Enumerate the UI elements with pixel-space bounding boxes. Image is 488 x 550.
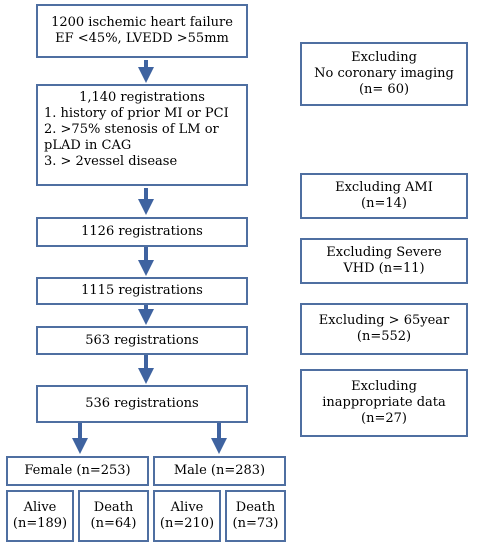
- box-1140-registrations: 1,140 registrations 1. history of prior …: [36, 84, 248, 186]
- box-1126-registrations: 1126 registrations: [36, 217, 248, 247]
- box-male-alive: Alive (n=210): [153, 490, 221, 542]
- box-male-death: Death (n=73): [225, 490, 286, 542]
- box-536-registrations: 536 registrations: [36, 385, 248, 423]
- box-excluding-over-65: Excluding > 65year (n=552): [300, 303, 468, 355]
- female-alive-count: (n=189): [12, 516, 68, 531]
- excl-ami-line-2: (n=14): [361, 196, 407, 211]
- male-death-count: (n=73): [232, 516, 279, 531]
- box-excluding-no-imaging: Excluding No coronary imaging (n= 60): [300, 42, 468, 106]
- excl-age-line-2: (n=552): [356, 329, 412, 344]
- criterion-3: 3. > 2vessel disease: [44, 154, 178, 169]
- female-count: Female (n=253): [24, 463, 131, 478]
- excl-imaging-line-2: No coronary imaging: [314, 66, 454, 81]
- registrations-1140-title: 1,140 registrations: [79, 90, 205, 105]
- box-1115-registrations: 1115 registrations: [36, 277, 248, 305]
- excl-age-line-1: Excluding > 65year: [318, 313, 450, 328]
- excl-vhd-line-2: VHD (n=11): [343, 261, 425, 276]
- registrations-1126: 1126 registrations: [81, 224, 203, 239]
- start-line-2: EF <45%, LVEDD >55mm: [55, 31, 229, 46]
- excl-data-line-3: (n=27): [361, 411, 407, 426]
- registrations-536: 536 registrations: [85, 396, 199, 411]
- registrations-1115: 1115 registrations: [81, 283, 203, 298]
- box-female-alive: Alive (n=189): [6, 490, 74, 542]
- criterion-2a: 2. >75% stenosis of LM or: [44, 122, 219, 137]
- registrations-563: 563 registrations: [85, 332, 199, 348]
- excl-data-line-1: Excluding: [351, 379, 417, 394]
- excl-vhd-line-1: Excluding Severe: [326, 245, 442, 260]
- female-alive-label: Alive: [23, 500, 57, 515]
- criterion-2b: pLAD in CAG: [44, 138, 132, 153]
- criterion-1: 1. history of prior MI or PCI: [44, 106, 229, 121]
- start-line-1: 1200 ischemic heart failure: [51, 15, 233, 30]
- box-start: 1200 ischemic heart failure EF <45%, LVE…: [36, 4, 248, 58]
- excl-imaging-line-3: (n= 60): [358, 82, 410, 97]
- box-563-registrations: 563 registrations: [36, 326, 248, 355]
- male-count: Male (n=283): [173, 463, 266, 478]
- box-male: Male (n=283): [153, 456, 286, 486]
- female-death-count: (n=64): [90, 516, 137, 531]
- female-death-label: Death: [93, 500, 134, 515]
- box-excluding-inappropriate: Excluding inappropriate data (n=27): [300, 369, 468, 437]
- box-female: Female (n=253): [6, 456, 149, 486]
- box-excluding-ami: Excluding AMI (n=14): [300, 173, 468, 219]
- box-excluding-severe-vhd: Excluding Severe VHD (n=11): [300, 238, 468, 284]
- excl-imaging-line-1: Excluding: [351, 50, 417, 65]
- box-female-death: Death (n=64): [78, 490, 149, 542]
- excl-ami-line-1: Excluding AMI: [335, 180, 433, 195]
- male-death-label: Death: [235, 500, 276, 515]
- male-alive-count: (n=210): [159, 516, 215, 531]
- male-alive-label: Alive: [170, 500, 204, 515]
- excl-data-line-2: inappropriate data: [322, 395, 446, 410]
